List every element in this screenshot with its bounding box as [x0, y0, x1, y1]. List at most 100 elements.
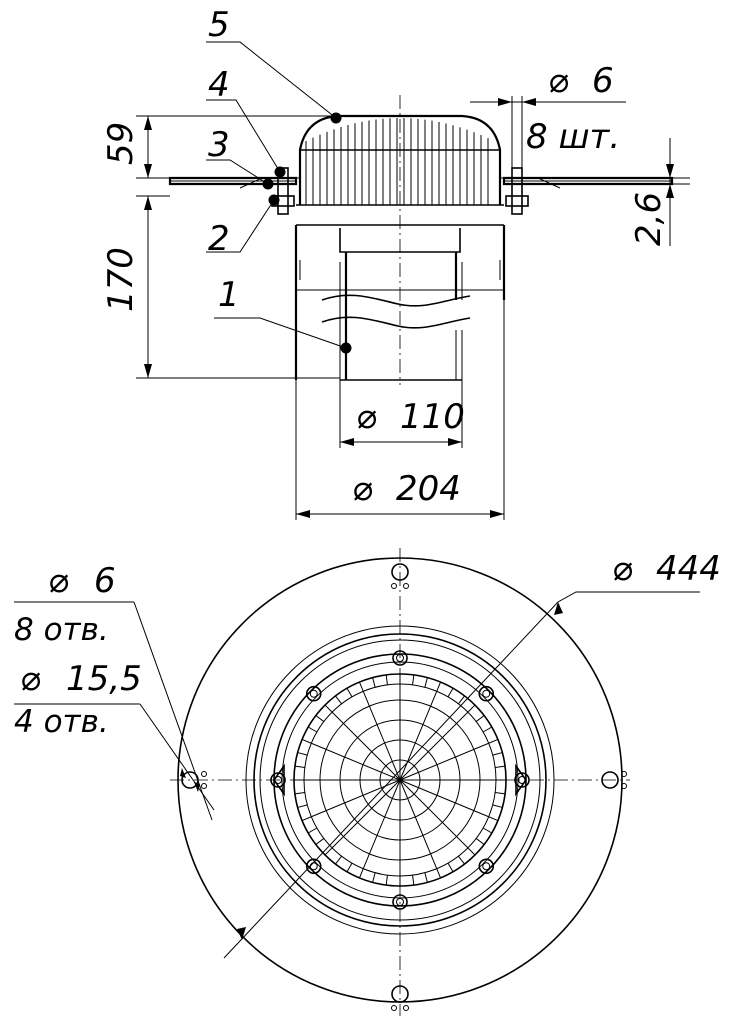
seal-left: [239, 177, 300, 189]
dim-8-count: 8 шт.: [526, 117, 620, 157]
small-hole: [403, 1005, 409, 1011]
seal-right: [500, 177, 561, 189]
grate-tooth: [372, 677, 376, 688]
grate-tooth: [495, 792, 506, 795]
callout-3: 3: [208, 125, 230, 165]
grate-tooth: [458, 695, 465, 705]
grate-tooth: [412, 674, 415, 685]
bolt-head-inner: [274, 776, 282, 784]
grate-tooth: [488, 816, 499, 822]
nut-right: [505, 195, 529, 207]
diameter-symbol-204: ⌀: [352, 469, 373, 509]
body-circle: [253, 633, 547, 927]
dim-hole-15-5-count: 4 отв.: [14, 704, 109, 740]
grate-spoke: [311, 742, 401, 781]
grate-tooth: [372, 872, 376, 883]
grate-spoke: [331, 711, 401, 781]
callout-5: 5: [208, 5, 230, 45]
grate-tooth: [424, 872, 428, 883]
grate-tooth: [294, 765, 305, 768]
small-holes: [201, 583, 627, 1011]
grate-tooth: [307, 827, 318, 834]
dim-26-arrows: [666, 164, 674, 198]
grate-tooth: [297, 752, 308, 756]
bolt-head-inner: [482, 689, 491, 698]
small-hole: [621, 771, 627, 777]
grate-tooth: [458, 855, 465, 865]
diameter-symbol-444: ⌀: [612, 549, 633, 589]
leader-3: [206, 159, 269, 185]
grate-tooth: [297, 804, 308, 808]
dim-59-arrows: [144, 116, 152, 178]
small-hole: [403, 583, 409, 589]
grate-tooth: [492, 752, 503, 756]
small-hole: [201, 771, 207, 777]
grate-tooth: [475, 715, 485, 722]
dim-204: 204: [396, 469, 461, 509]
grate-tooth: [346, 862, 353, 873]
hole-right: [601, 771, 619, 789]
callout-1: 1: [218, 275, 240, 315]
grate-tooth: [467, 847, 476, 856]
dim-110-arrows: [340, 438, 462, 446]
grate-tooth: [447, 687, 454, 698]
bolt-head-icon: [392, 650, 408, 666]
small-hole: [201, 783, 207, 789]
dim-hole-15-5: 15,5: [66, 659, 142, 699]
grate-tooth: [424, 677, 428, 688]
grate-tooth: [436, 681, 442, 692]
grate-spoke: [362, 691, 401, 781]
grate-tooth: [358, 868, 364, 879]
grate-tooth: [335, 695, 342, 705]
pipe-walls: [344, 252, 458, 380]
bolt-head-icon: [514, 772, 530, 788]
break-line-2: [321, 316, 471, 329]
small-hole: [391, 583, 397, 589]
dim-hole-6: 6: [94, 561, 116, 601]
grate-spoke: [399, 691, 438, 781]
grate-spoke: [399, 779, 438, 869]
grate-teeth: [294, 674, 506, 886]
dome-outline: [298, 114, 502, 205]
bolt-head-icon: [305, 685, 322, 702]
dim-2-6: 2,6: [629, 192, 669, 246]
dim-hole-6-count: 8 отв.: [14, 612, 109, 648]
bolt-head-inner: [396, 898, 404, 906]
grate-tooth: [385, 674, 388, 685]
grate-tooth: [492, 804, 503, 808]
grate-tooth: [482, 827, 493, 834]
grate-tooth: [315, 838, 325, 845]
grate-tooth: [335, 855, 342, 865]
diameter-symbol-6b: ⌀: [48, 561, 69, 601]
dim-6-arrows: [498, 98, 536, 106]
dim-110: 110: [400, 397, 465, 437]
grate-tooth: [324, 704, 333, 713]
grate-tooth: [301, 816, 312, 822]
grate-tooth: [412, 875, 415, 886]
grate-tooth: [447, 862, 454, 873]
plan-view: ⌀ 444 ⌀ 6 8 отв. ⌀ 15,5 4 отв.: [14, 548, 721, 1016]
bolt-head-inner: [309, 862, 318, 871]
dim-59: 59: [101, 122, 141, 165]
grate-spoke: [399, 779, 489, 818]
flange-left: [168, 176, 298, 186]
grate-spoke: [399, 779, 469, 849]
leader-2: [206, 199, 275, 253]
grate-spokes: [304, 684, 496, 876]
break-line-1: [321, 294, 471, 307]
grate-tooth: [475, 838, 485, 845]
grate-tooth: [346, 687, 353, 698]
bolt-head-icon: [478, 685, 495, 702]
hole-top: [391, 563, 409, 581]
leader-1: [214, 317, 347, 349]
diameter-symbol-155: ⌀: [20, 659, 41, 699]
side-view: 5 4 3 2 1 59 170 2,6 ⌀ 6 8 шт.: [101, 5, 690, 520]
grate-tooth: [488, 738, 499, 744]
dome-ribs: [305, 118, 489, 205]
bolt-head-icon: [270, 772, 286, 788]
diameter-symbol-6: ⌀: [548, 61, 569, 101]
grate-tooth: [301, 738, 312, 744]
bolt-head-icon: [392, 894, 408, 910]
